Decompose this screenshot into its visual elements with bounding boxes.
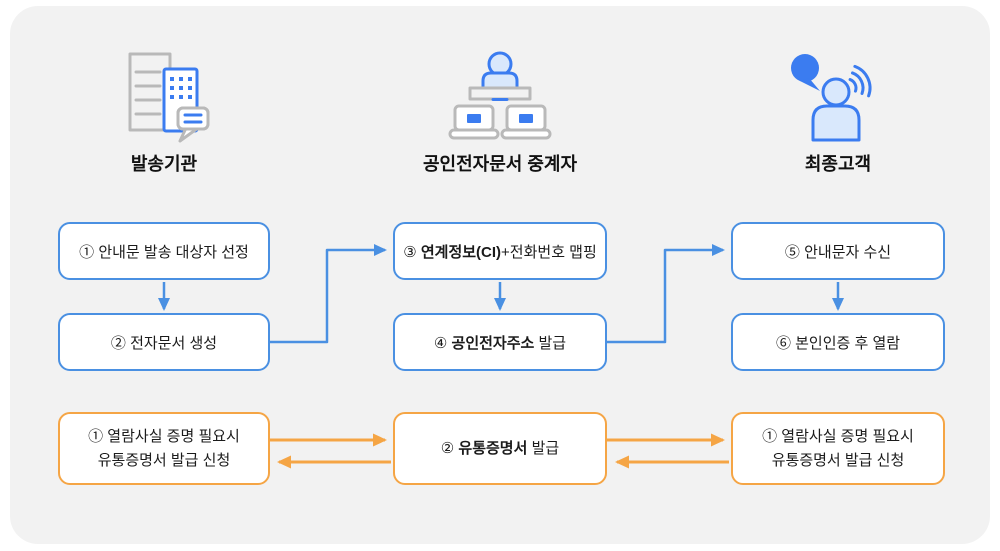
step-box-6-text: ⑥ 본인인증 후 열람 — [775, 334, 901, 352]
step-box-4-text: ④ 공인전자주소 발급 — [433, 334, 567, 352]
column-label-sender: 발송기관 — [130, 154, 198, 174]
cert-box-right-line1: ① 열람사실 증명 필요시 — [762, 428, 914, 446]
step-box-1-text: ① 안내문 발송 대상자 선정 — [79, 243, 249, 261]
cert-box-left: ① 열람사실 증명 필요시 유통증명서 발급 신청 — [58, 412, 270, 485]
column-label-intermediary: 공인전자문서 중계자 — [422, 154, 578, 174]
cert-box-left-line2: 유통증명서 발급 신청 — [97, 451, 231, 469]
step-box-6: ⑥ 본인인증 후 열람 — [731, 313, 945, 371]
cert-box-right-line2: 유통증명서 발급 신청 — [771, 451, 905, 469]
step-box-3: ③ 연계정보(CI)+전화번호 맵핑 — [393, 222, 607, 280]
cert-box-center-text: ② 유통증명서 발급 — [440, 439, 560, 457]
customer-notification-icon — [791, 54, 872, 142]
step-box-1: ① 안내문 발송 대상자 선정 — [58, 222, 270, 280]
cert-box-left-line1: ① 열람사실 증명 필요시 — [88, 428, 240, 446]
step-box-2-text: ② 전자문서 생성 — [110, 334, 218, 352]
step-box-5: ⑤ 안내문자 수신 — [731, 222, 945, 280]
step-box-5-text: ⑤ 안내문자 수신 — [784, 243, 892, 261]
operator-laptops-icon — [448, 51, 552, 140]
step-box-2: ② 전자문서 생성 — [58, 313, 270, 371]
cert-box-center: ② 유통증명서 발급 — [393, 412, 607, 485]
building-chat-icon — [128, 52, 210, 143]
cert-box-right: ① 열람사실 증명 필요시 유통증명서 발급 신청 — [731, 412, 945, 485]
step-box-4: ④ 공인전자주소 발급 — [393, 313, 607, 371]
column-label-customer: 최종고객 — [804, 154, 872, 174]
step-box-3-text: ③ 연계정보(CI)+전화번호 맵핑 — [403, 243, 597, 261]
